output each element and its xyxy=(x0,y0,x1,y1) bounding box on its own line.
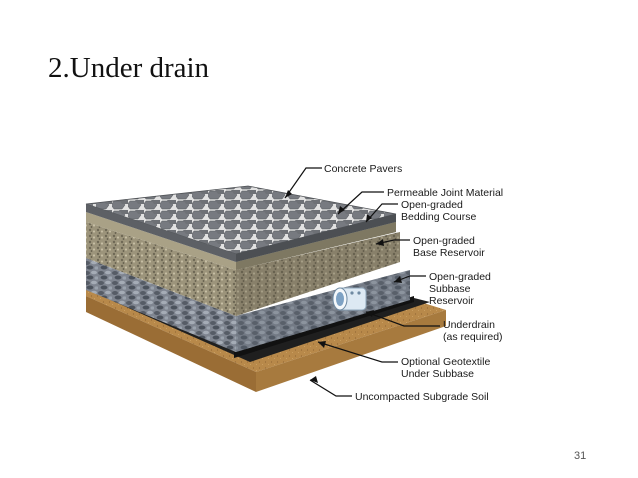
base-reservoir-layer xyxy=(86,222,400,316)
label-geotextile: Optional Geotextile Under Subbase xyxy=(401,356,493,380)
leader-geotextile xyxy=(317,341,398,363)
leader-joint-material xyxy=(337,191,384,215)
leader-underdrain xyxy=(365,311,440,327)
label-concrete-pavers: Concrete Pavers xyxy=(324,163,402,175)
leader-bedding-course xyxy=(365,203,398,223)
label-joint-material: Permeable Joint Material xyxy=(387,187,503,199)
leader-subgrade-soil xyxy=(309,379,352,397)
underdrain-pipe xyxy=(332,287,367,311)
label-bedding-course: Open-graded Bedding Course xyxy=(401,199,476,223)
label-subgrade-soil: Uncompacted Subgrade Soil xyxy=(355,391,489,403)
bedding-course-layer xyxy=(86,212,396,270)
label-subbase-reservoir: Open-graded Subbase Reservoir xyxy=(429,271,494,307)
page-number: 31 xyxy=(574,450,587,462)
label-underdrain: Underdrain (as required) xyxy=(443,319,503,343)
callout-arrowheads xyxy=(285,190,402,383)
slide-title: 2.Under drain xyxy=(48,52,210,84)
concrete-pavers-layer xyxy=(85,185,397,262)
label-base-reservoir: Open-graded Base Reservoir xyxy=(413,235,485,259)
leader-concrete-pavers xyxy=(284,167,322,199)
